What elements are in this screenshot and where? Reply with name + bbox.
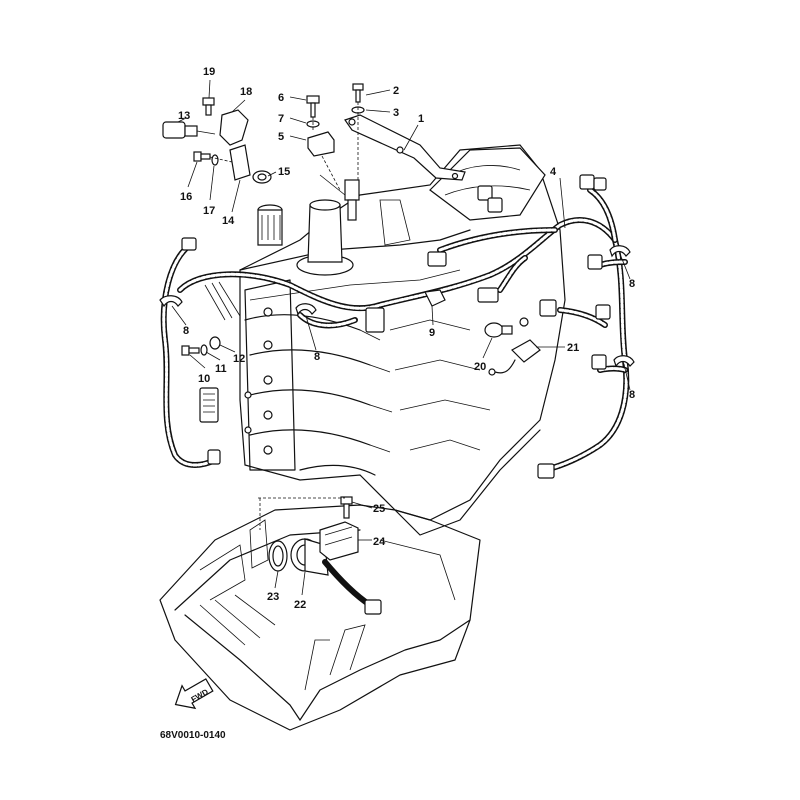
part-10-screw: [181, 345, 200, 356]
part-6-bolt: [306, 95, 320, 118]
part-15-grommet: [252, 170, 272, 184]
callout-11: 11: [215, 363, 227, 375]
part-17-washer: [211, 154, 219, 166]
callout-21: 21: [567, 342, 579, 354]
drawing-code: 68V0010-0140: [160, 730, 226, 741]
leader-lines: [171, 79, 631, 596]
part-18-clip: [219, 109, 249, 146]
callout-19: 19: [203, 66, 215, 78]
part-9-clip: [424, 289, 446, 307]
part-2-bolt: [352, 83, 364, 103]
part-14-bracket: [229, 144, 251, 181]
callout-18: 18: [240, 86, 252, 98]
callout-2: 2: [393, 85, 399, 97]
callout-16: 16: [180, 191, 192, 203]
harness-clamps: [159, 245, 635, 368]
callout-labels: 1 2 3 4 5 6 7 8 8 8 8 9 10 11 12 13 14 1…: [178, 66, 635, 611]
part-16-screw: [193, 151, 211, 162]
callout-17: 17: [203, 205, 215, 217]
callout-25: 25: [373, 503, 385, 515]
callout-14: 14: [222, 215, 235, 227]
callout-23: 23: [267, 591, 279, 603]
part-12-grommet: [209, 336, 221, 350]
callout-3: 3: [393, 107, 399, 119]
callout-4: 4: [550, 166, 557, 178]
callout-1: 1: [418, 113, 424, 125]
callout-5: 5: [278, 131, 284, 143]
part-24-holder: [319, 521, 359, 561]
engine-block: [239, 144, 566, 536]
fwd-arrow: FWD: [174, 678, 214, 710]
callout-13: 13: [178, 110, 190, 122]
crankshaft-top: [257, 199, 354, 276]
callout-8-left: 8: [183, 325, 189, 337]
block-bolts: [244, 307, 273, 455]
callout-9: 9: [429, 327, 435, 339]
callout-8-right-upper: 8: [629, 278, 635, 290]
wire-harness: [160, 187, 630, 473]
callout-7: 7: [278, 113, 284, 125]
callout-15: 15: [278, 166, 290, 178]
callout-20: 20: [474, 361, 486, 373]
callout-10: 10: [198, 373, 210, 385]
callout-22: 22: [294, 599, 306, 611]
part-5-holder: [307, 131, 335, 157]
callout-12: 12: [233, 353, 245, 365]
part-11-washer: [200, 344, 208, 356]
harness-connectors: [181, 174, 611, 479]
callout-8-center: 8: [314, 351, 320, 363]
part-19-screw: [202, 97, 215, 116]
part-20-sensor: [484, 317, 529, 338]
part-25-bolt: [340, 496, 353, 519]
part-21-sensor: [488, 339, 541, 376]
callout-24: 24: [373, 536, 386, 548]
part-13-sensor: [162, 121, 216, 139]
callout-6: 6: [278, 92, 284, 104]
callout-8-right-lower: 8: [629, 389, 635, 401]
